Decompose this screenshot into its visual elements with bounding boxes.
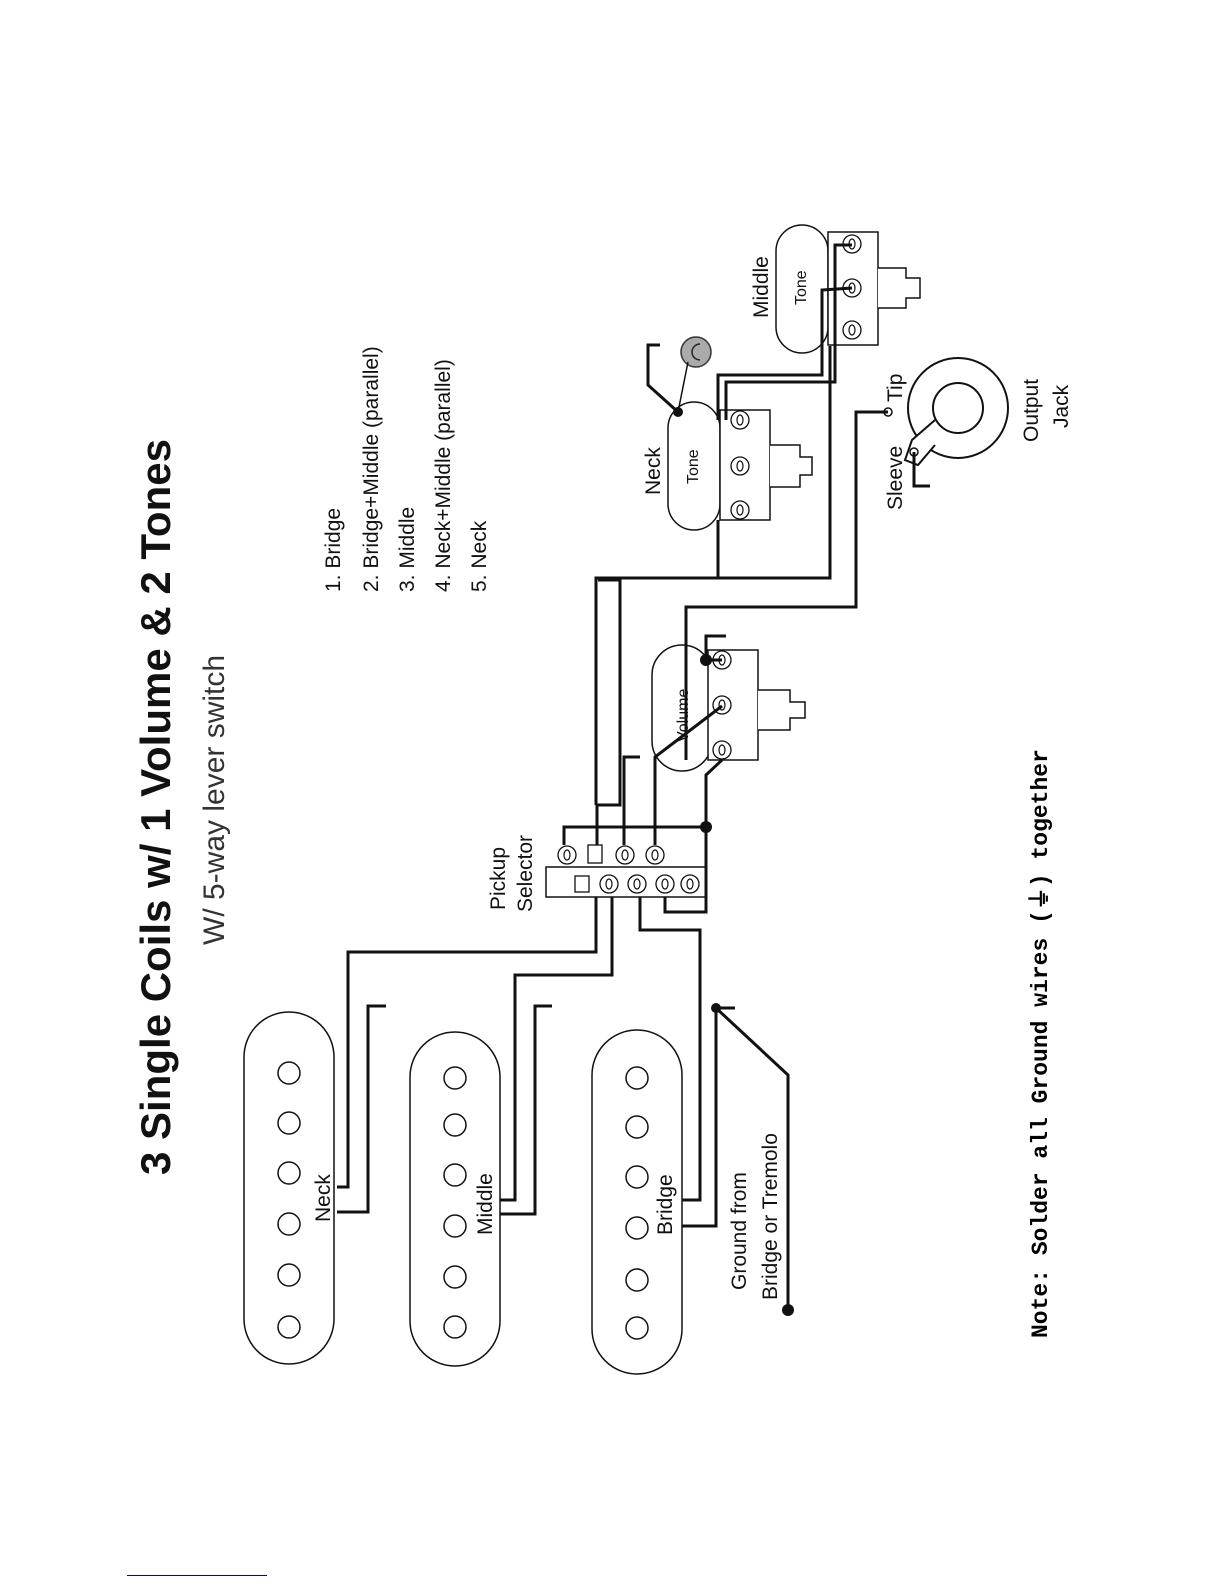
position-5: 5. Neck xyxy=(468,520,491,592)
wires xyxy=(337,243,930,1316)
middle-tone-name-label: Middle xyxy=(750,256,773,318)
jack-label-line2: Jack xyxy=(1050,384,1073,428)
bottom-link-line xyxy=(127,1575,267,1576)
position-4: 4. Neck+Middle (parallel) xyxy=(432,359,455,592)
solder-note: Note: Solder all Ground wires (⏚) togeth… xyxy=(1028,749,1054,1338)
jack-sleeve-label: Sleeve xyxy=(884,446,907,510)
neck-tone-name-label: Neck xyxy=(642,447,665,495)
output-jack: Sleeve Tip Output Jack xyxy=(883,357,1073,510)
bridge-ground-icon xyxy=(736,997,746,1019)
neck-tone-label: Tone xyxy=(685,449,702,484)
jack-label-line1: Output xyxy=(1020,379,1043,442)
position-3: 3. Middle xyxy=(396,507,419,592)
tone-capacitor xyxy=(680,336,712,368)
neck-pickup: Neck xyxy=(243,1011,335,1365)
volume-label: Volume xyxy=(675,689,692,742)
volume-ground-icon xyxy=(727,625,737,647)
volume-pot: Volume xyxy=(651,644,806,772)
bridge-pickup: Bridge xyxy=(591,1029,683,1375)
page-title: 3 Single Coils w/ 1 Volume & 2 Tones xyxy=(132,439,179,1175)
selector-label-line2: Selector xyxy=(514,835,537,912)
position-2: 2. Bridge+Middle (parallel) xyxy=(360,346,383,592)
middle-tone-pot: Tone Middle xyxy=(750,224,921,354)
middle-ground-icon xyxy=(553,995,563,1017)
middle-tone-label: Tone xyxy=(793,270,810,305)
middle-pickup: Middle xyxy=(409,1031,501,1367)
jack-tip-label: Tip xyxy=(884,374,907,402)
ground-bridge-tremolo-label: Bridge or Tremolo xyxy=(759,1133,782,1300)
middle-pickup-label: Middle xyxy=(474,1173,497,1235)
bridge-pickup-label: Bridge xyxy=(654,1174,677,1235)
neck-ground-icon xyxy=(387,995,397,1017)
switch-positions-list: 1. Bridge 2. Bridge+Middle (parallel) 3.… xyxy=(322,346,491,592)
neck-pickup-label: Neck xyxy=(312,1174,335,1222)
selector-label-line1: Pickup xyxy=(487,847,510,910)
neck-tone-pot: Tone Neck xyxy=(642,401,813,531)
page-subtitle: W/ 5-way lever switch xyxy=(198,655,231,945)
capacitor-ground-icon xyxy=(661,334,671,356)
ground-from-label: Ground from xyxy=(728,1172,751,1290)
jack-ground-icon xyxy=(931,475,941,497)
position-1: 1. Bridge xyxy=(322,508,345,592)
